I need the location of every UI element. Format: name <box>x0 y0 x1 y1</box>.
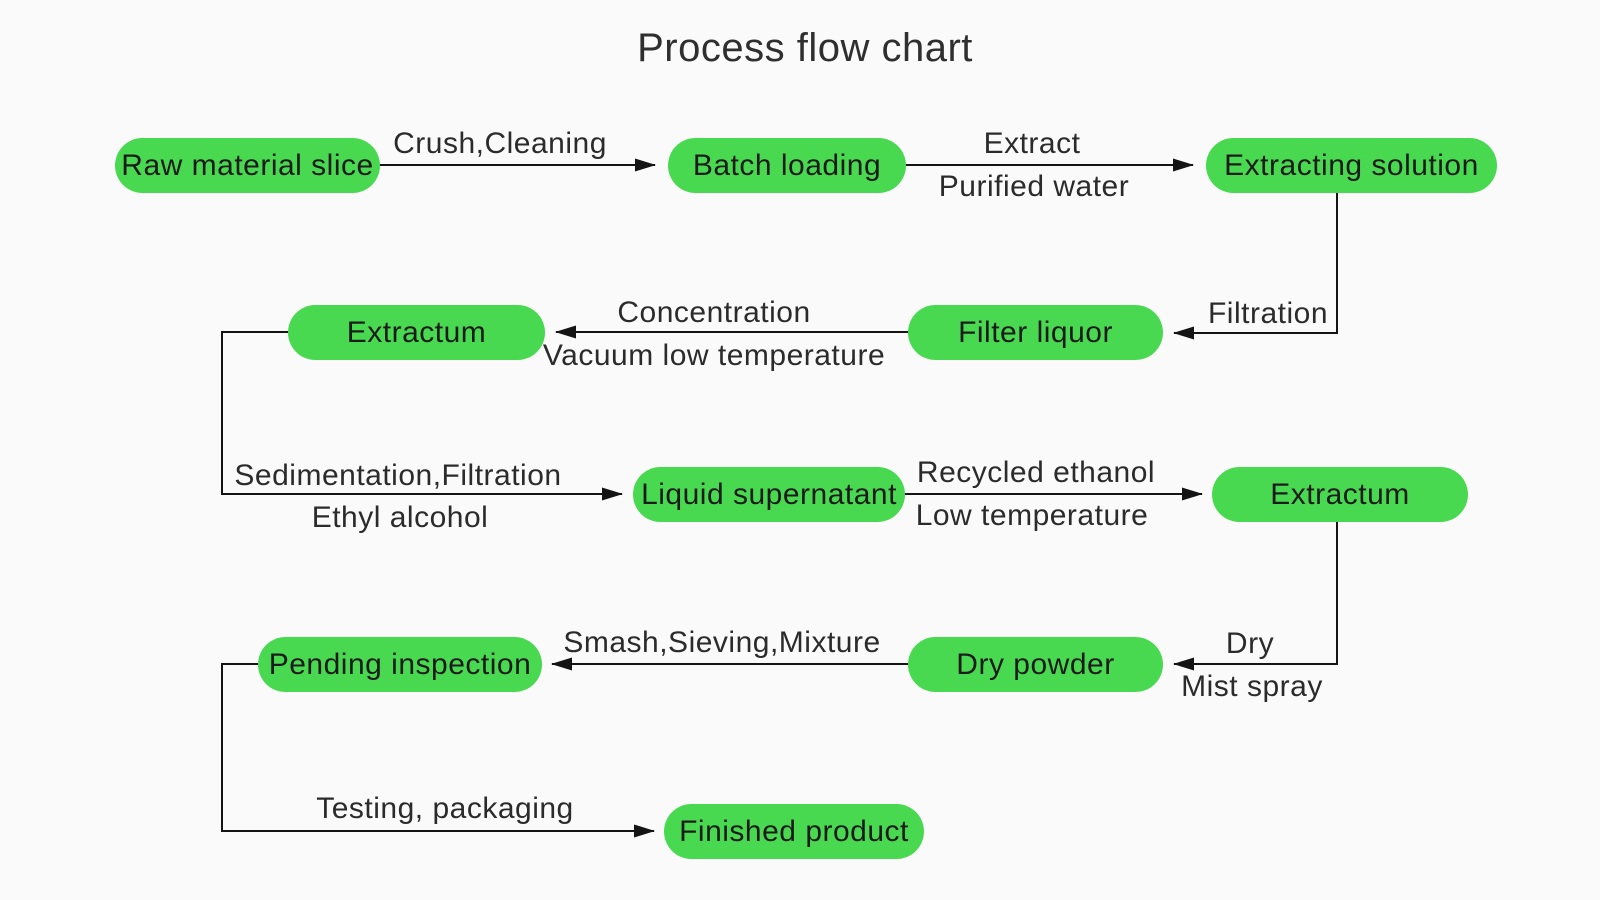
node-dry-powder: Dry powder <box>908 637 1163 692</box>
edge-label-extract-line2: Purified water <box>938 170 1130 203</box>
node-raw-material-slice: Raw material slice <box>115 138 380 193</box>
edge-label-extract-line1: Extract <box>983 127 1081 160</box>
page-title: Process flow chart <box>637 26 973 70</box>
edge-label-crush-cleaning: Crush,Cleaning <box>393 127 607 160</box>
edge-label-recycled-ethanol-line1: Recycled ethanol <box>916 456 1156 489</box>
edge-label-concentration-line1: Concentration <box>617 296 811 329</box>
node-liquid-supernatant: Liquid supernatant <box>633 467 905 522</box>
edge-label-smash-sieving-mixture: Smash,Sieving,Mixture <box>563 626 881 659</box>
edge-label-dry-line2: Mist spray <box>1181 670 1323 703</box>
node-finished-product: Finished product <box>664 804 924 859</box>
edge-label-testing-packaging: Testing, packaging <box>316 792 574 825</box>
edge-label-sedimentation-line2: Ethyl alcohol <box>311 501 489 534</box>
edge-label-recycled-ethanol-line2: Low temperature <box>915 499 1149 532</box>
node-extracting-solution: Extracting solution <box>1206 138 1497 193</box>
edge-label-sedimentation-line1: Sedimentation,Filtration <box>234 459 562 492</box>
node-filter-liquor: Filter liquor <box>908 305 1163 360</box>
node-pending-inspection: Pending inspection <box>258 637 542 692</box>
edge-label-filtration: Filtration <box>1207 297 1329 330</box>
node-extractum-2: Extractum <box>1212 467 1468 522</box>
edge-label-dry-line1: Dry <box>1225 627 1275 660</box>
node-extractum-1: Extractum <box>288 305 545 360</box>
edge-label-concentration-line2: Vacuum low temperature <box>542 339 886 372</box>
node-batch-loading: Batch loading <box>668 138 906 193</box>
